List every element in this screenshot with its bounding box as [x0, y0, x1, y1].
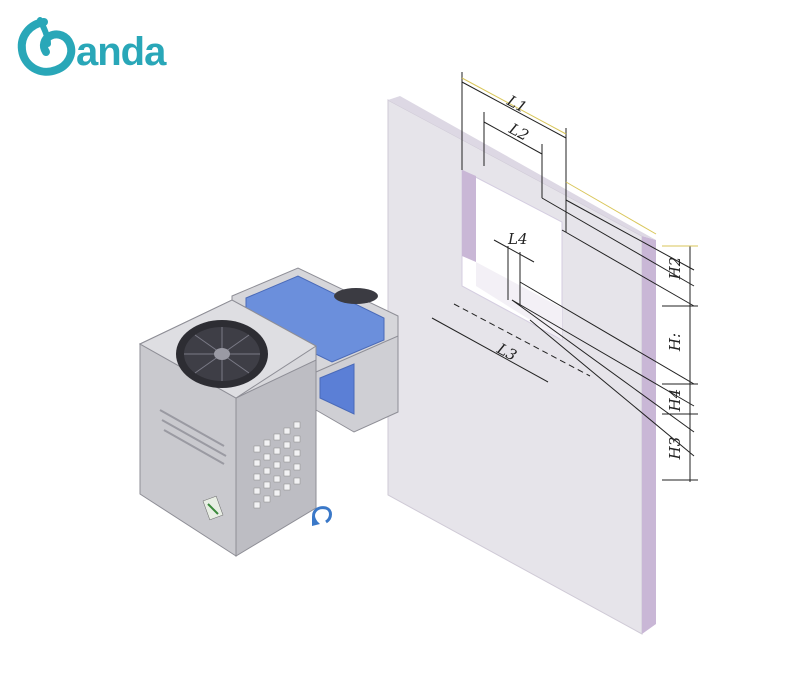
dim-label-l2: L2: [505, 119, 532, 145]
dim-label-h3: H3: [666, 437, 684, 461]
wall-panel: [387, 96, 656, 635]
dimension-lines: [431, 72, 698, 482]
brand-name: anda: [76, 30, 166, 74]
dim-label-h1: H:: [666, 333, 684, 352]
brand-logo-icon: [17, 17, 76, 76]
dimension-accent: [461, 77, 657, 235]
dim-label-h4: H4: [666, 389, 684, 413]
dim-label-h2: H2: [666, 257, 684, 281]
dim-label-l4: L4: [507, 230, 528, 248]
rotate-arrow-icon: [312, 506, 332, 524]
monoblock-unit: [138, 267, 399, 557]
brand-logo: [14, 14, 184, 84]
